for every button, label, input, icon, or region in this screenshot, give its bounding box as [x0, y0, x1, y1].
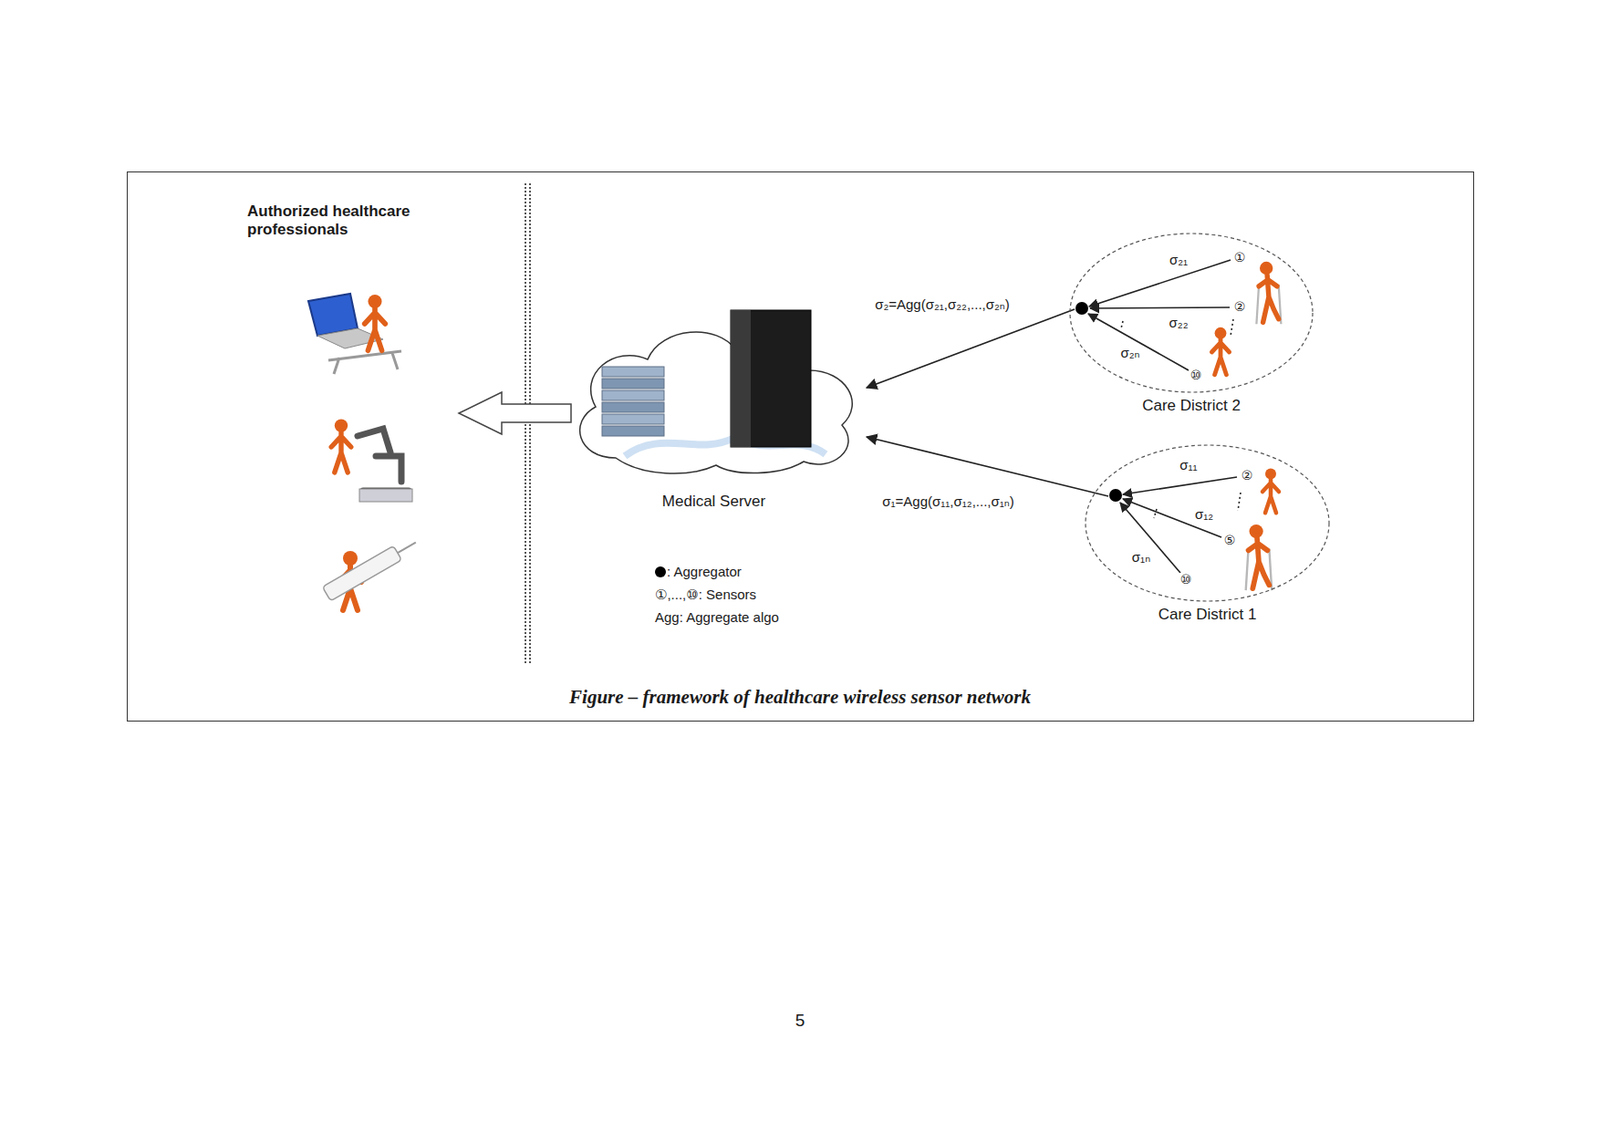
- server-rack: [602, 366, 665, 437]
- legend-text: : Aggregator: [666, 563, 742, 580]
- aggregator-dot: [1109, 488, 1123, 502]
- signal-label: σ₂₁: [1168, 252, 1189, 269]
- legend-row: : Aggregator: [654, 560, 780, 583]
- professional-laptop: [308, 293, 402, 375]
- legend: : Aggregator ①,...,⑩: SensorsAgg: Aggrega…: [654, 560, 780, 629]
- sensor-number: ②: [1233, 300, 1247, 314]
- legend-row: Agg: Aggregate algo: [654, 605, 780, 629]
- district-outline: [1084, 444, 1330, 603]
- sensor-number: ①: [1233, 250, 1247, 265]
- aggregate-formula: σ₁=Agg(σ₁₁,σ₁₂,...,σ₁ₙ): [880, 493, 1017, 510]
- professional-microscope: [331, 418, 413, 502]
- page-number: 5: [794, 1011, 807, 1031]
- figure-caption: Figure – framework of healthcare wireles…: [569, 685, 1031, 709]
- signal-label: σ₁₁: [1178, 457, 1198, 474]
- server-tower-side: [730, 310, 751, 447]
- aggregate-formula: σ₂=Agg(σ₂₁,σ₂₂,...,σ₂ₙ): [872, 296, 1012, 313]
- patient-figure: [1256, 261, 1281, 324]
- cloud-outline: [561, 319, 867, 479]
- server-cloud: Medical Server: [561, 319, 867, 515]
- signal-label: σ₂₂: [1168, 315, 1190, 332]
- node-label: Medical Server: [662, 492, 766, 511]
- legend-row: ①,...,⑩: Sensors: [654, 582, 780, 606]
- patient-figure: [1246, 524, 1273, 591]
- sensor-number: ②: [1240, 468, 1255, 483]
- sensor-number: ⑤: [1223, 533, 1237, 548]
- professional-syringe: [322, 535, 420, 611]
- signal-label: σ₁₂: [1194, 507, 1215, 523]
- sensor-number: ⑩: [1189, 368, 1204, 383]
- signal-label: σ₂ₙ: [1119, 345, 1141, 362]
- legend-text: ①,...,⑩: Sensors: [654, 586, 757, 603]
- uplink-arrow: [866, 436, 1109, 497]
- sensor-number: ⑩: [1179, 572, 1194, 587]
- aggregator-dot: [1075, 301, 1089, 315]
- server-tower: [730, 310, 811, 447]
- district-boundary: [1070, 233, 1313, 393]
- signal-label: σ₁ₙ: [1131, 550, 1152, 566]
- care-district: Care District 1: [1084, 444, 1330, 628]
- node-label: Care District 1: [1158, 605, 1258, 624]
- patient-figure: [1211, 327, 1229, 375]
- uplink-arrow: [866, 309, 1075, 388]
- hollow-arrow: [458, 392, 572, 435]
- group-heading: Authorized healthcare professionals: [247, 202, 444, 239]
- care-district: Care District 2: [1069, 232, 1314, 419]
- legend-aggregator-dot: [654, 566, 666, 578]
- separator: [524, 183, 527, 665]
- node-label: Care District 2: [1142, 396, 1241, 416]
- sensor-arrows: [1088, 259, 1234, 371]
- figure-frame: [127, 172, 1475, 722]
- sensor-arrows: [1120, 477, 1241, 573]
- district-boundary: [1085, 445, 1330, 602]
- patient-figure: [1262, 468, 1279, 514]
- legend-text: Agg: Aggregate algo: [654, 609, 780, 625]
- separator: [529, 183, 531, 665]
